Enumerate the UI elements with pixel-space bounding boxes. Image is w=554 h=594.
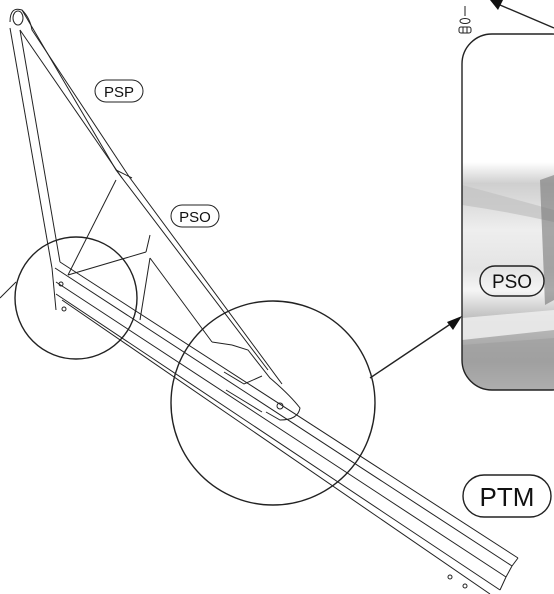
label-pso-main: PSO: [170, 204, 220, 228]
top-pointer-arrow: [490, 0, 554, 29]
label-ptm: PTM: [462, 474, 552, 518]
label-pso-detail-text: PSO: [492, 272, 532, 293]
hardware-icon: [458, 6, 472, 34]
label-pso-main-text: PSO: [179, 209, 211, 226]
label-pso-detail: PSO: [479, 265, 545, 297]
gusset-bracket: [223, 344, 301, 421]
callout-arrow: [369, 316, 462, 379]
detail-photo-panel: [461, 33, 554, 391]
label-ptm-text: PTM: [480, 482, 535, 512]
frame-web-panels: [67, 179, 233, 346]
frame-rail: [54, 261, 519, 594]
label-psp: PSP: [94, 79, 144, 103]
label-psp-text: PSP: [104, 84, 134, 101]
detail-circle-left: [0, 236, 138, 360]
frame-diagonal-brace: [9, 8, 283, 385]
frame-left-post: [9, 27, 67, 312]
detail-circle-right: [170, 300, 376, 506]
